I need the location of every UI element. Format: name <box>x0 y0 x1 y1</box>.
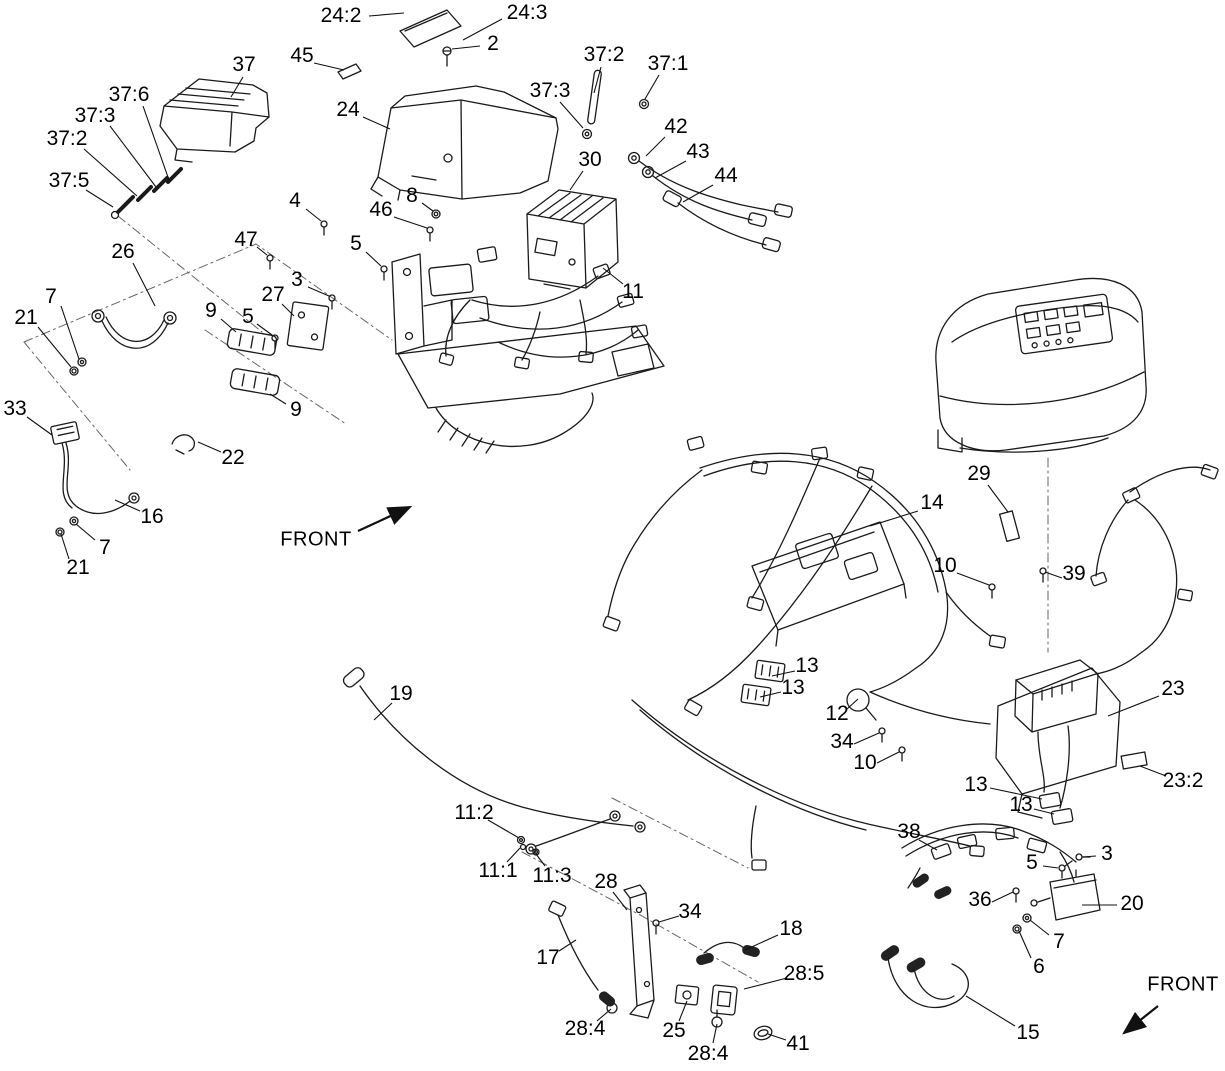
cover-28-5 <box>710 984 738 1016</box>
cable-tie-12 <box>846 688 877 721</box>
pin-37-2-right <box>587 69 602 125</box>
cable-19 <box>342 667 646 833</box>
module-23-assembly <box>995 659 1121 819</box>
battery-cable-26 <box>91 309 177 349</box>
nut-37-1 <box>638 98 650 110</box>
connector-33-cable-16 <box>50 421 140 515</box>
cable-15 <box>880 945 969 1009</box>
decal-24-2 <box>399 9 462 48</box>
cable-17 <box>548 900 616 1007</box>
fastener-glyphs <box>55 220 1091 935</box>
decal-45 <box>337 63 362 80</box>
plate-27 <box>286 301 330 351</box>
console-unit <box>935 277 1147 453</box>
relay-20 <box>1030 869 1101 921</box>
relays-13 <box>740 659 1074 825</box>
nut-8 <box>431 209 441 219</box>
screw-46 <box>426 226 434 242</box>
pin-37-5-head <box>110 210 120 220</box>
switch-25 <box>674 984 700 1006</box>
cover-24 <box>370 85 559 201</box>
screw-2 <box>442 46 452 67</box>
cables-42-43-44 <box>627 151 793 253</box>
clamp-41 <box>753 1025 773 1041</box>
bracket-plate-center <box>751 521 907 647</box>
harness-11 <box>438 263 649 370</box>
cover-37 <box>159 78 270 163</box>
washer-37-3-right <box>581 128 593 140</box>
pins-37-left <box>116 167 183 214</box>
dashed-reference-lines <box>23 215 1049 983</box>
connector-9-top <box>226 328 278 356</box>
frame-assembly <box>391 246 665 454</box>
cable-18 <box>696 941 760 966</box>
module-30 <box>526 189 619 290</box>
harness-38 <box>901 823 1077 899</box>
decal-29 <box>998 510 1021 542</box>
harness-right <box>1090 463 1219 675</box>
clip-22 <box>171 434 196 455</box>
connector-9-bottom <box>229 368 281 396</box>
bracket-28 <box>623 884 655 1019</box>
decal-23-2 <box>1120 751 1148 770</box>
harness-14 <box>602 435 1007 871</box>
